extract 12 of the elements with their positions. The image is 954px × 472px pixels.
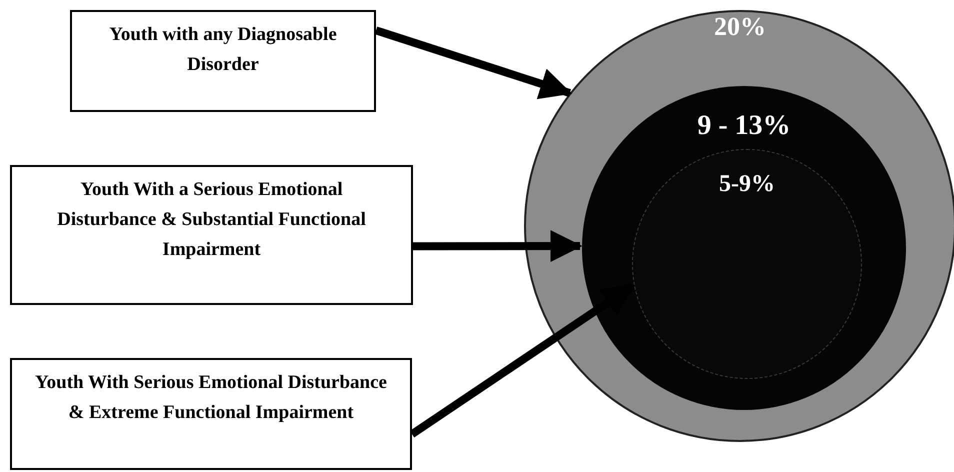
arrow <box>413 230 582 262</box>
box-label: Youth With a Serious Emotional Disturbance & Substantial Functional Impairment <box>56 178 366 262</box>
label-box <box>10 165 413 305</box>
percent-label: 5-9% <box>719 172 775 196</box>
label-box <box>10 358 412 470</box>
percent-label: 20% <box>714 14 766 40</box>
arrow <box>410 282 635 438</box>
box-label: Youth with any Diagnosable Disorder <box>108 23 338 77</box>
label-box <box>70 10 376 112</box>
percent-label: 9 - 13% <box>697 112 791 140</box>
box-label: Youth With Serious Emotional Disturbance & Extreme Functional Impairment <box>34 371 388 425</box>
arrow <box>374 26 572 100</box>
